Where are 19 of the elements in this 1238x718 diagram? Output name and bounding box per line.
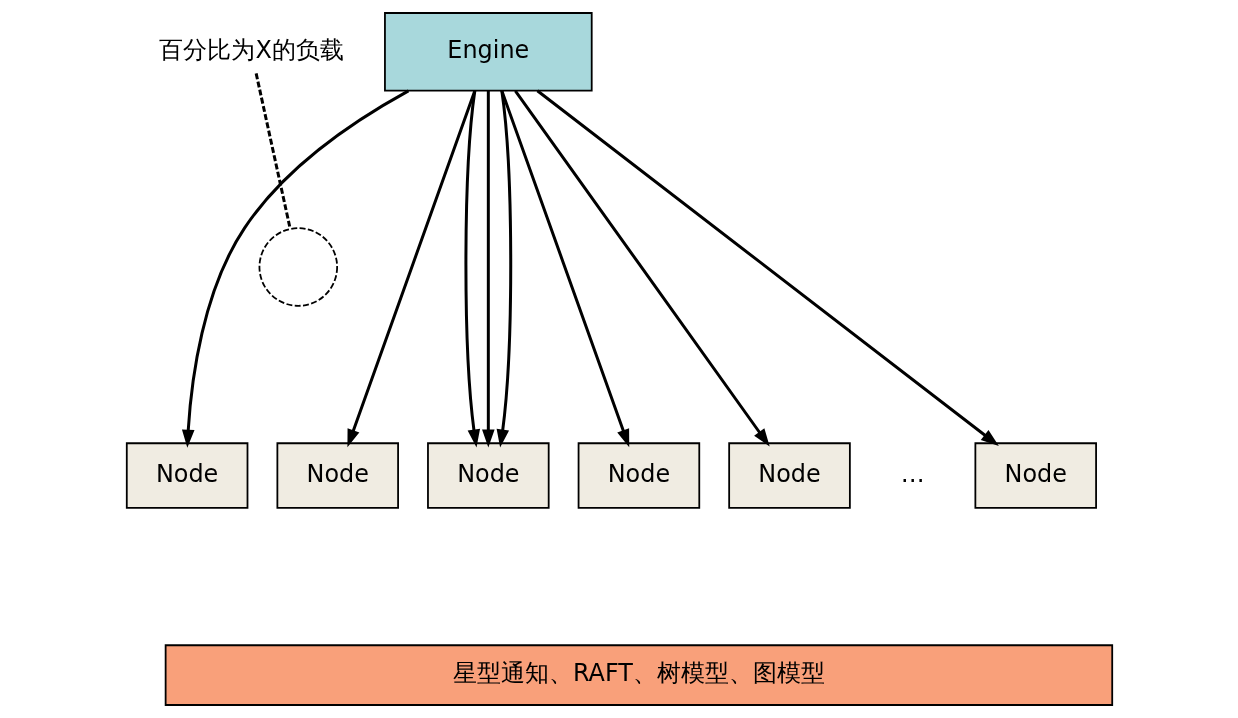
arrow	[481, 90, 495, 448]
arrow	[535, 89, 999, 446]
node-box: 星型通知、RAFT、树模型、图模型	[164, 644, 1113, 706]
arrow	[499, 90, 629, 448]
node-text: 百分比为X的负载	[158, 35, 344, 64]
label: …	[900, 459, 925, 488]
node-box: Node	[577, 442, 700, 509]
node-box: Engine	[383, 12, 593, 92]
arrow	[346, 90, 476, 448]
node-circle	[258, 227, 338, 307]
node-box: Node	[276, 442, 399, 509]
node-box: Node	[973, 442, 1097, 509]
arrow	[181, 89, 409, 448]
node-box: Node	[426, 442, 550, 509]
arrow	[463, 90, 480, 448]
node-box: Node	[727, 442, 851, 509]
arrow	[513, 89, 770, 447]
connector	[254, 73, 292, 230]
node-box: Node	[125, 442, 248, 509]
